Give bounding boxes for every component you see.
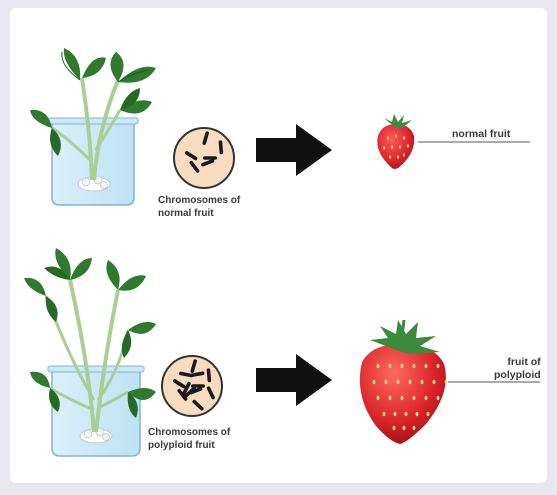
chromosome-label-polyploid: Chromosomes of polyploid fruit	[148, 426, 230, 452]
seed	[393, 426, 396, 430]
label-line: Chromosomes of	[148, 426, 230, 439]
seed	[409, 380, 412, 384]
seed	[401, 364, 404, 368]
seed	[377, 396, 380, 400]
seed	[373, 380, 376, 384]
seed	[425, 396, 428, 400]
seed	[403, 426, 406, 430]
seed	[413, 396, 416, 400]
label-line: polyploid fruit	[148, 439, 230, 452]
cell-normal	[174, 128, 234, 188]
seed	[413, 364, 416, 368]
seed	[389, 364, 392, 368]
seed	[427, 412, 430, 416]
seed	[397, 380, 400, 384]
seed	[385, 380, 388, 384]
seed	[445, 380, 448, 384]
seed	[405, 412, 408, 416]
chromosome	[203, 156, 217, 160]
label-line: fruit of	[494, 356, 541, 369]
chromosome-label-normal: Chromosomes of normal fruit	[158, 194, 240, 220]
seed	[425, 364, 428, 368]
fruit-label-polyploid: fruit of polyploid	[494, 356, 541, 382]
seed	[421, 380, 424, 384]
seed	[413, 426, 416, 430]
seed	[416, 412, 419, 416]
seed	[389, 396, 392, 400]
seed	[437, 364, 440, 368]
label-line: normal fruit	[158, 207, 240, 220]
seed	[394, 412, 397, 416]
seed	[437, 396, 440, 400]
label-line: Chromosomes of	[158, 194, 240, 207]
fruit-label-normal: normal fruit	[452, 128, 510, 141]
seed	[377, 364, 380, 368]
label-line: polyploid	[494, 369, 541, 382]
seed	[383, 412, 386, 416]
seed	[401, 396, 404, 400]
seed	[433, 380, 436, 384]
cell-polyploid	[162, 356, 222, 416]
